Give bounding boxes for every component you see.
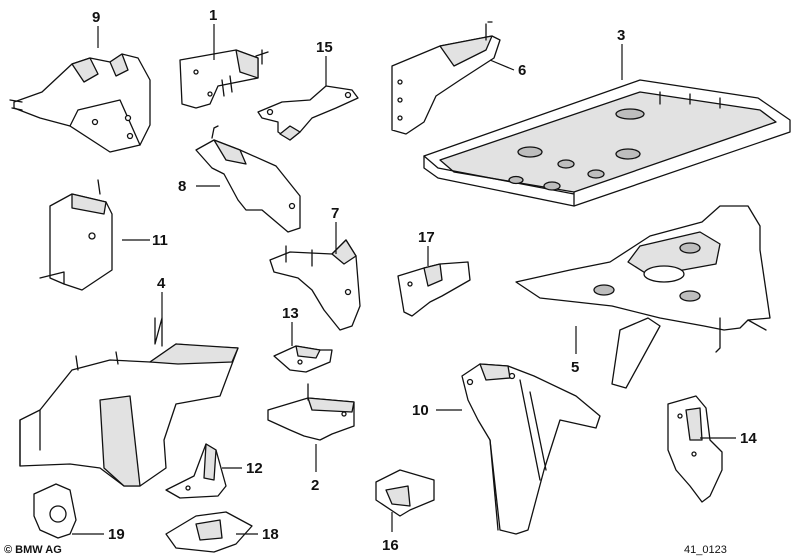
part-8-bracket: [195, 125, 301, 233]
part-18-strap: [165, 511, 253, 553]
part-9-bracket: [9, 53, 151, 153]
part-10-support-leg: [461, 363, 601, 535]
callout-6: 6: [518, 62, 526, 79]
leader-lines: [72, 24, 736, 535]
callout-11: 11: [152, 232, 168, 249]
part-5-holder-plate: [515, 205, 771, 389]
part-15-bracket: [257, 85, 359, 141]
part-11-bracket: [39, 179, 113, 291]
part-14-bracket: [667, 395, 723, 503]
diagram-code: 41_0123: [684, 544, 727, 556]
callout-10: 10: [412, 402, 429, 419]
part-2-angle-bracket: [267, 383, 355, 441]
callout-16: 16: [382, 537, 399, 554]
callout-3: 3: [617, 27, 625, 44]
part-6-bracket: [391, 21, 501, 135]
callout-4: 4: [157, 275, 166, 292]
callout-13: 13: [282, 305, 299, 322]
part-12-bracket: [165, 443, 227, 499]
part-13-clip: [273, 345, 333, 373]
callout-9: 9: [92, 9, 100, 26]
callout-19: 19: [108, 526, 125, 543]
part-17-bracket: [397, 261, 471, 317]
callout-15: 15: [316, 39, 333, 56]
callout-18: 18: [262, 526, 279, 543]
callout-8: 8: [178, 178, 186, 195]
callout-7: 7: [331, 205, 339, 222]
callout-2: 2: [311, 477, 319, 494]
part-16-clip: [375, 469, 435, 517]
part-1-bracket: [179, 49, 269, 109]
part-4-bracket-assembly: [19, 317, 239, 487]
callout-labels: 9 1 15 6 3 8 7 11 17 4 5 13 10 2 14 12 1…: [92, 7, 757, 554]
part-19-bracket: [33, 483, 77, 539]
part-3-battery-tray: [423, 79, 791, 207]
part-7-bracket: [269, 239, 361, 331]
callout-14: 14: [740, 430, 757, 447]
callout-1: 1: [209, 7, 217, 24]
callout-12: 12: [246, 460, 263, 477]
copyright-label: © BMW AG: [4, 544, 62, 556]
callout-5: 5: [571, 359, 579, 376]
callout-17: 17: [418, 229, 435, 246]
